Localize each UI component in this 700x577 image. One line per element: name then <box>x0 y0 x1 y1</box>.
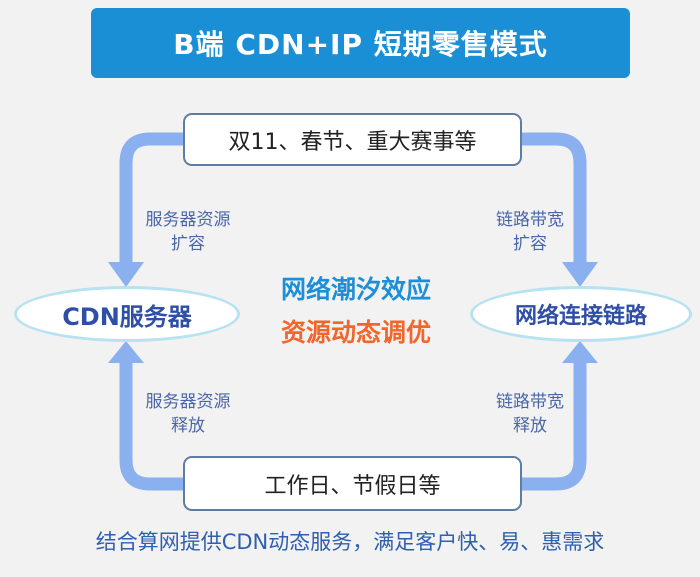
label-line: 链路带宽 <box>496 392 564 412</box>
cdn-server-node: CDN服务器 <box>14 286 240 342</box>
arrow-bottom-right <box>522 362 587 491</box>
peak-events-box: 双11、春节、重大赛事等 <box>183 113 522 166</box>
arrow-bottom-left <box>119 362 184 491</box>
label-line: 服务器资源 <box>145 210 231 230</box>
footer-caption: 结合算网提供CDN动态服务，满足客户快、易、惠需求 <box>95 530 605 554</box>
arrowhead-bottom-left <box>108 341 144 363</box>
arrow-top-left <box>119 132 184 263</box>
label-server-expand: 服务器资源 扩容 <box>128 208 248 256</box>
label-bandwidth-expand: 链路带宽 扩容 <box>470 208 590 256</box>
title-banner: B端 CDN+IP 短期零售模式 <box>91 8 630 78</box>
normal-days-box: 工作日、节假日等 <box>183 456 522 511</box>
arrowhead-top-right <box>562 262 598 287</box>
arrowhead-bottom-right <box>562 341 598 363</box>
label-line: 释放 <box>513 416 547 436</box>
label-bandwidth-release: 链路带宽 释放 <box>470 390 590 438</box>
arrowhead-top-left <box>108 262 144 287</box>
center-tidal-effect: 网络潮汐效应 <box>280 275 431 304</box>
label-server-release: 服务器资源 释放 <box>128 390 248 438</box>
arrow-top-right <box>522 132 587 263</box>
network-link-node: 网络连接链路 <box>470 286 692 342</box>
center-dynamic-tuning: 资源动态调优 <box>280 318 431 347</box>
label-line: 服务器资源 <box>145 392 231 412</box>
label-line: 释放 <box>171 416 205 436</box>
label-line: 扩容 <box>513 234 547 254</box>
label-line: 链路带宽 <box>496 210 564 230</box>
label-line: 扩容 <box>171 234 205 254</box>
